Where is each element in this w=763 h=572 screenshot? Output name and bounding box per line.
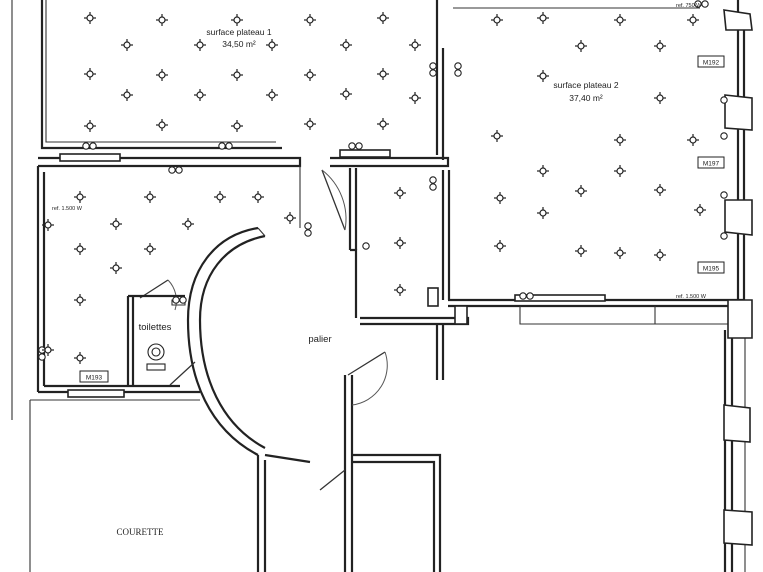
walls	[11, 0, 746, 572]
tags: M193 M192 M197 M195	[79, 55, 725, 383]
ceiling-light-icon	[409, 92, 421, 104]
ceiling-light-icon	[84, 12, 96, 24]
ceiling-light-icon	[537, 207, 549, 219]
ceiling-light-icon	[537, 12, 549, 24]
ceiling-light-icon	[74, 352, 86, 364]
labels: surface plateau 1 34,50 m² surface plate…	[52, 3, 707, 537]
ceiling-light-icon	[231, 69, 243, 81]
ceiling-light-icon	[214, 191, 226, 203]
toilet-icon	[146, 343, 166, 371]
ceiling-light-icon	[575, 245, 587, 257]
plateau1-area: 34,50 m²	[222, 39, 256, 49]
ceiling-light-icon	[284, 212, 296, 224]
ceiling-light-icon	[340, 39, 352, 51]
toilettes-partition	[126, 294, 186, 386]
radiators	[59, 149, 606, 398]
ceiling-light-icon	[537, 70, 549, 82]
ceiling-light-icon	[156, 14, 168, 26]
tag-right-1: M192	[697, 55, 725, 68]
ref-left: ref. 1.500 W	[52, 206, 83, 212]
ceiling-light-icon	[494, 240, 506, 252]
ceiling-light-icon	[231, 120, 243, 132]
ceiling-light-icon	[654, 184, 666, 196]
ceiling-light-icon	[156, 69, 168, 81]
ceiling-light-icon	[231, 14, 243, 26]
ceiling-light-icon	[654, 92, 666, 104]
ceiling-light-icon	[182, 218, 194, 230]
ceiling-light-icon	[654, 40, 666, 52]
ceiling-light-icon	[42, 219, 54, 231]
ceiling-light-icon	[575, 40, 587, 52]
ceiling-light-icon	[156, 119, 168, 131]
ceiling-light-icon	[694, 204, 706, 216]
ceiling-light-icon	[687, 134, 699, 146]
ceiling-light-icon	[266, 39, 278, 51]
ceiling-light-icon	[266, 89, 278, 101]
ceiling-light-icon	[575, 185, 587, 197]
tag-right-2: M197	[697, 156, 725, 169]
ceiling-light-icon	[110, 262, 122, 274]
ceiling-light-icon	[84, 68, 96, 80]
right-bays	[723, 9, 753, 546]
ceiling-light-icon	[84, 120, 96, 132]
ceiling-light-icon	[377, 68, 389, 80]
ceiling-light-icon	[687, 14, 699, 26]
ceiling-light-icon	[340, 88, 352, 100]
tag-left-bottom: M193	[79, 370, 109, 383]
svg-text:M197: M197	[703, 161, 720, 168]
tag-right-3: M195	[697, 261, 725, 274]
ceiling-light-icon	[537, 165, 549, 177]
ceiling-light-icon	[110, 218, 122, 230]
ceiling-light-icon	[42, 344, 54, 356]
toilettes-label: toilettes	[139, 322, 172, 333]
ceiling-light-icon	[491, 14, 503, 26]
plateau2-name: surface plateau 2	[553, 80, 618, 90]
ceiling-light-icon	[304, 118, 316, 130]
ceiling-light-icon	[304, 14, 316, 26]
ceiling-light-icon	[494, 192, 506, 204]
ceiling-light-icon	[121, 39, 133, 51]
ceiling-light-icon	[74, 294, 86, 306]
ceiling-light-icon	[144, 191, 156, 203]
ceiling-light-icon	[614, 247, 626, 259]
ceiling-light-icon	[74, 243, 86, 255]
ceiling-light-icon	[394, 284, 406, 296]
plateau2-area: 37,40 m²	[569, 93, 603, 103]
ref-bottom-right: ref. 1.500 W	[676, 294, 707, 300]
courette-label: COURETTE	[117, 527, 164, 537]
wall-stub	[454, 305, 468, 325]
ceiling-light-icon	[491, 130, 503, 142]
ceiling-light-icon	[409, 39, 421, 51]
svg-text:M192: M192	[703, 60, 720, 67]
plateau1-name: surface plateau 1	[206, 27, 271, 37]
ceiling-lights	[42, 12, 706, 364]
curved-wall	[186, 166, 301, 456]
ceiling-light-icon	[654, 249, 666, 261]
ceiling-light-icon	[144, 243, 156, 255]
ceiling-light-icon	[121, 89, 133, 101]
ceiling-light-icon	[394, 237, 406, 249]
palier-label: palier	[308, 334, 331, 345]
ceiling-light-icon	[614, 165, 626, 177]
ceiling-light-icon	[394, 187, 406, 199]
ref-top-right: ref. 750 W	[676, 3, 702, 9]
ceiling-light-icon	[304, 69, 316, 81]
ceiling-light-icon	[614, 14, 626, 26]
svg-text:M193: M193	[86, 375, 103, 382]
svg-text:M195: M195	[703, 266, 720, 273]
wall-stub	[427, 287, 439, 307]
ceiling-light-icon	[377, 12, 389, 24]
ceiling-light-icon	[74, 191, 86, 203]
ceiling-light-icon	[252, 191, 264, 203]
ceiling-light-icon	[614, 134, 626, 146]
ceiling-light-icon	[194, 89, 206, 101]
ceiling-light-icon	[377, 118, 389, 130]
outlets	[38, 0, 728, 361]
ceiling-light-icon	[194, 39, 206, 51]
